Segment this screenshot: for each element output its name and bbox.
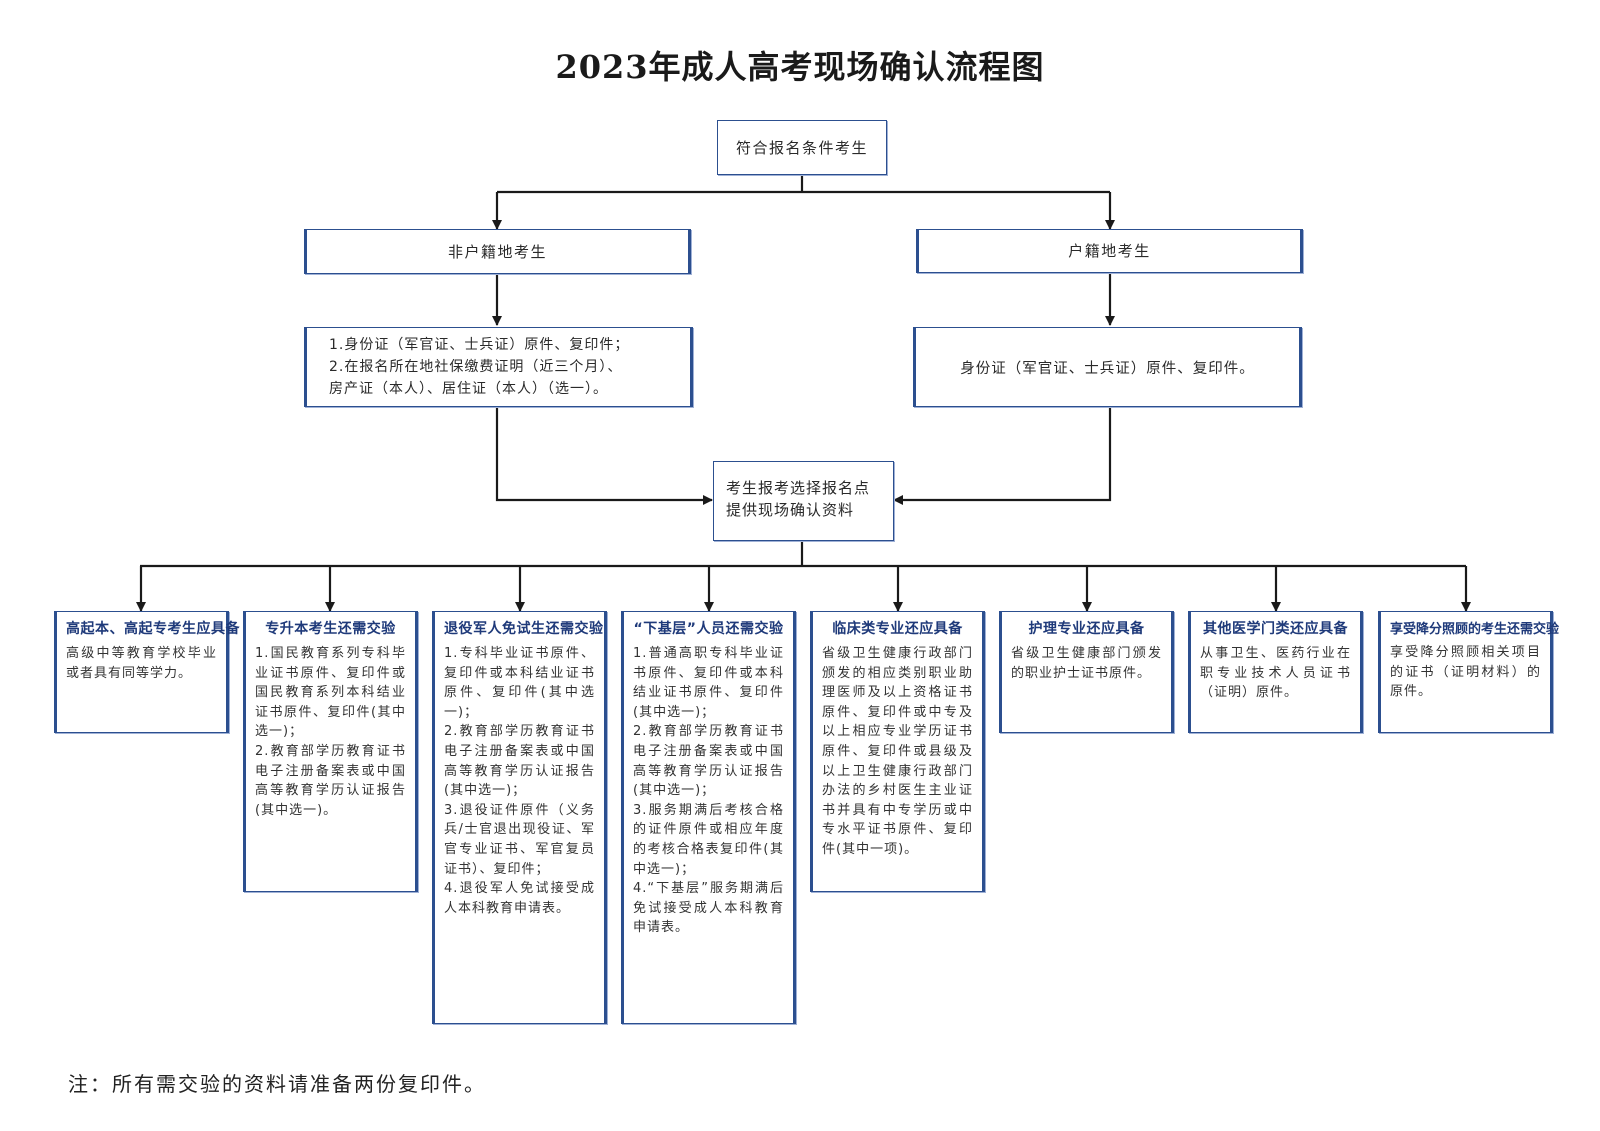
category-box-upgrade: 专升本考生还需交验 1.国民教育系列专科毕业证书原件、复印件或国民教育系列本科结…: [243, 611, 418, 892]
left-requirement-line: 房产证（本人）、居住证（本人）（选一）。: [329, 381, 608, 397]
category-title: 退役军人免试生还需交验: [444, 621, 604, 637]
category-title: 临床类专业还应具备: [832, 621, 963, 637]
category-item: 高级中等教育学校毕业或者具有同等学力。: [66, 646, 217, 681]
category-item: 2.教育部学历教育证书电子注册备案表或中国高等教育学历认证报告(其中选一)；: [444, 724, 595, 799]
category-box-veterans: 退役军人免试生还需交验 1.专科毕业证书原件、复印件或本科结业证书原件、复印件(…: [432, 611, 607, 1024]
left-requirement-line: 1.身份证（军官证、士兵证）原件、复印件；: [329, 337, 630, 353]
category-title: 护理专业还应具备: [1028, 621, 1145, 637]
category-title: “下基层”人员还需交验: [633, 621, 784, 637]
top-node-label: 符合报名条件考生: [735, 138, 868, 157]
merge-node: 考生报考选择报名点 提供现场确认资料: [713, 461, 894, 541]
left-requirement-line: 2.在报名所在地社保缴费证明（近三个月）、: [329, 359, 623, 375]
right-branch-node: 户籍地考生: [916, 229, 1303, 273]
category-box-grassroots: “下基层”人员还需交验 1.普通高职专科毕业证书原件、复印件或本科结业证书原件、…: [621, 611, 796, 1024]
right-requirements-box: 身份证（军官证、士兵证）原件、复印件。: [913, 327, 1302, 407]
category-box-other-medical: 其他医学门类还应具备 从事卫生、医药行业在职专业技术人员证书（证明）原件。: [1188, 611, 1363, 733]
category-item: 1.国民教育系列专科毕业证书原件、复印件或国民教育系列本科结业证书原件、复印件(…: [255, 646, 406, 740]
right-branch-label: 户籍地考生: [1068, 242, 1151, 260]
category-item: 3.退役证件原件（义务兵/士官退出现役证、军官专业证书、军官复员证书）、复印件；: [444, 802, 595, 877]
category-box-high-school: 高起本、高起专考生应具备 高级中等教育学校毕业或者具有同等学力。: [54, 611, 240, 733]
category-item: 享受降分照顾相关项目的证书（证明材料）的原件。: [1390, 645, 1541, 700]
category-title: 其他医学门类还应具备: [1203, 621, 1348, 637]
category-item: 3.服务期满后考核合格的证件原件或相应年度的考核合格表复印件(其中选一)；: [633, 802, 784, 877]
category-box-bonus-points: 享受降分照顾的考生还需交验 享受降分照顾相关项目的证书（证明材料）的原件。: [1378, 611, 1560, 733]
category-item: 2.教育部学历教育证书电子注册备案表或中国高等教育学历认证报告(其中选一)；: [633, 724, 784, 799]
category-item: 1.普通高职专科毕业证书原件、复印件或本科结业证书原件、复印件(其中选一)；: [633, 646, 784, 720]
category-item: 1.专科毕业证书原件、复印件或本科结业证书原件、复印件(其中选一)；: [444, 646, 595, 720]
page-title: 2023年成人高考现场确认流程图: [555, 48, 1045, 86]
left-branch-label: 非户籍地考生: [447, 242, 547, 261]
category-title: 享受降分照顾的考生还需交验: [1390, 622, 1560, 637]
left-requirements-box: 1.身份证（军官证、士兵证）原件、复印件； 2.在报名所在地社保缴费证明（近三个…: [304, 327, 693, 407]
category-item: 2.教育部学历教育证书电子注册备案表或中国高等教育学历认证报告(其中选一)。: [255, 743, 406, 818]
category-item: 从事卫生、医药行业在职专业技术人员证书（证明）原件。: [1200, 646, 1351, 701]
category-box-nursing: 护理专业还应具备 省级卫生健康部门颁发的职业护士证书原件。: [999, 611, 1174, 733]
footnote: 注：所有需交验的资料请准备两份复印件。: [68, 1072, 486, 1096]
left-branch-node: 非户籍地考生: [304, 229, 691, 274]
category-title: 专升本考生还需交验: [265, 621, 396, 637]
right-requirement-text: 身份证（军官证、士兵证）原件、复印件。: [960, 360, 1255, 377]
top-node: 符合报名条件考生: [717, 120, 887, 175]
category-box-clinical: 临床类专业还应具备 省级卫生健康行政部门颁发的相应类别职业助理医师及以上资格证书…: [810, 611, 985, 892]
category-item: 省级卫生健康行政部门颁发的相应类别职业助理医师及以上资格证书原件、复印件或中专及…: [822, 646, 973, 857]
arrow-left-merge: [495, 406, 713, 505]
arrow-right-merge: [893, 406, 1112, 505]
merge-node-line: 提供现场确认资料: [726, 501, 855, 519]
category-item: 4.“下基层”服务期满后免试接受成人本科教育申请表。: [633, 881, 784, 936]
category-item: 省级卫生健康部门颁发的职业护士证书原件。: [1011, 646, 1162, 681]
category-title: 高起本、高起专考生应具备: [66, 621, 240, 637]
merge-node-line: 考生报考选择报名点: [726, 479, 871, 497]
category-item: 4.退役军人免试接受成人本科教育申请表。: [444, 881, 595, 916]
